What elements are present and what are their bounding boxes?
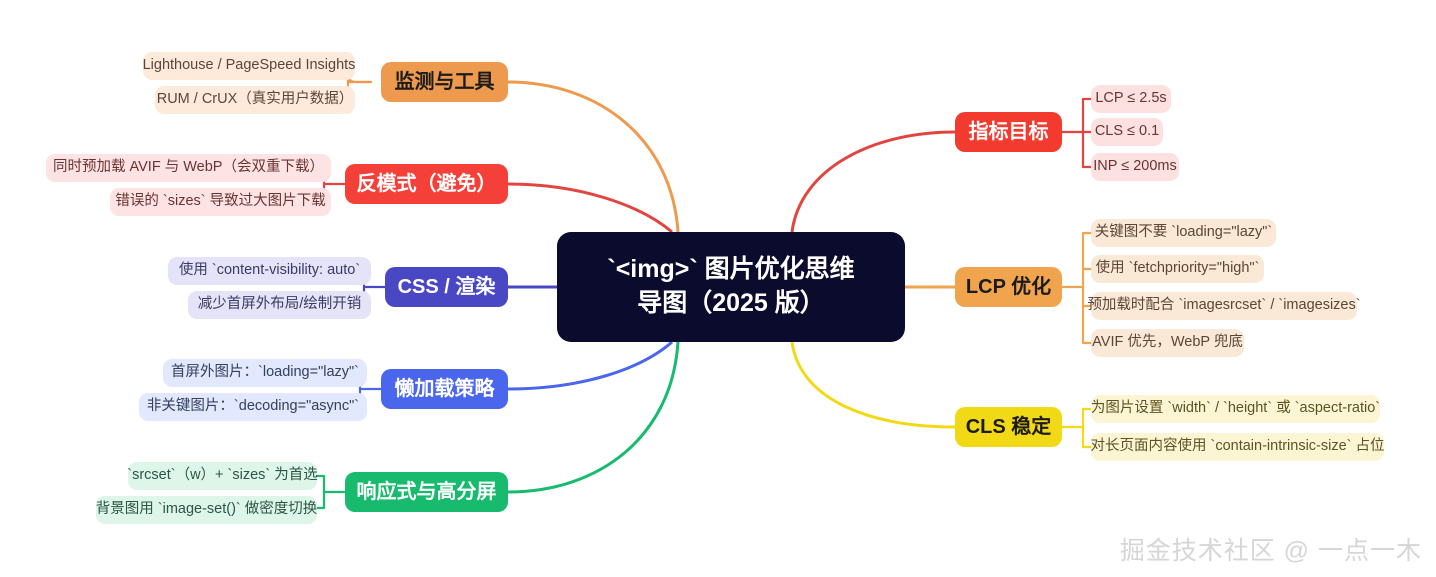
leaf-label: 减少首屏外布局/绘制开销 — [197, 296, 362, 313]
branch-lazyload[interactable]: 懒加载策略 — [381, 369, 508, 409]
leaf-node[interactable]: LCP ≤ 2.5s — [1091, 85, 1171, 113]
leaf-label: 非关键图片：`decoding="async"` — [146, 398, 360, 415]
leaf-node[interactable]: CLS ≤ 0.1 — [1091, 118, 1163, 146]
leaf-label: 背景图用 `image-set()` 做密度切换 — [95, 501, 318, 518]
branch-label: 监测与工具 — [394, 70, 495, 93]
branch-cls[interactable]: CLS 稳定 — [955, 407, 1062, 447]
leaf-node[interactable]: 非关键图片：`decoding="async"` — [139, 393, 367, 421]
leaf-node[interactable]: 使用 `content-visibility: auto` — [168, 257, 371, 285]
leaf-label: 使用 `content-visibility: auto` — [178, 262, 361, 279]
leaf-node[interactable]: 错误的 `sizes` 导致过大图片下载 — [110, 188, 331, 216]
root-title-line2: 导图（2025 版） — [637, 289, 825, 317]
leaf-label: INP ≤ 200ms — [1093, 158, 1177, 175]
leaf-label: 对长页面内容使用 `contain-intrinsic-size` 占位 — [1090, 438, 1385, 455]
branch-label: 响应式与高分屏 — [356, 480, 497, 503]
root-node[interactable]: `<img>` 图片优化思维 导图（2025 版） — [557, 232, 905, 342]
branch-label: 指标目标 — [968, 120, 1049, 143]
leaf-label: 错误的 `sizes` 导致过大图片下载 — [115, 193, 326, 210]
leaf-node[interactable]: RUM / CrUX（真实用户数据） — [155, 86, 355, 114]
leaf-label: 关键图不要 `loading="lazy"` — [1094, 224, 1273, 241]
branch-monitoring[interactable]: 监测与工具 — [381, 62, 508, 102]
root-title-line1: `<img>` 图片优化思维 — [607, 255, 855, 284]
leaf-label: 使用 `fetchpriority="high"` — [1095, 260, 1260, 277]
leaf-node[interactable]: 预加载时配合 `imagesrcset` / `imagesizes` — [1087, 292, 1361, 320]
leaf-node[interactable]: 背景图用 `image-set()` 做密度切换 — [96, 496, 317, 524]
leaf-node[interactable]: 首屏外图片：`loading="lazy"` — [163, 359, 367, 387]
leaf-label: AVIF 优先，WebP 兜底 — [1092, 334, 1243, 351]
branch-antipattern[interactable]: 反模式（避免） — [345, 164, 508, 204]
leaf-node[interactable]: 减少首屏外布局/绘制开销 — [188, 291, 371, 319]
leaf-node[interactable]: `srcset`（w）+ `sizes` 为首选 — [127, 462, 318, 490]
leaf-node[interactable]: 同时预加载 AVIF 与 WebP（会双重下载） — [46, 154, 331, 182]
branch-label: CLS 稳定 — [965, 415, 1052, 438]
branch-responsive[interactable]: 响应式与高分屏 — [345, 472, 508, 512]
leaf-label: LCP ≤ 2.5s — [1095, 90, 1167, 107]
branch-metrics[interactable]: 指标目标 — [955, 112, 1062, 152]
leaf-label: 为图片设置 `width` / `height` 或 `aspect-ratio… — [1090, 400, 1381, 417]
leaf-label: 预加载时配合 `imagesrcset` / `imagesizes` — [1087, 297, 1361, 314]
leaf-node[interactable]: Lighthouse / PageSpeed Insights — [143, 52, 355, 80]
watermark: 掘金技术社区 @ 一点一木 — [1119, 537, 1422, 565]
branch-label: 懒加载策略 — [394, 377, 495, 400]
leaf-label: `srcset`（w）+ `sizes` 为首选 — [127, 467, 318, 484]
leaf-node[interactable]: AVIF 优先，WebP 兜底 — [1091, 329, 1244, 357]
leaf-label: 首屏外图片：`loading="lazy"` — [171, 364, 359, 381]
branch-css-render[interactable]: CSS / 渲染 — [385, 267, 508, 307]
leaf-node[interactable]: 为图片设置 `width` / `height` 或 `aspect-ratio… — [1091, 395, 1380, 423]
branch-label: LCP 优化 — [965, 275, 1052, 298]
leaf-label: Lighthouse / PageSpeed Insights — [142, 57, 356, 74]
branch-label: CSS / 渲染 — [397, 275, 496, 298]
branch-label: 反模式（避免） — [356, 172, 497, 195]
leaf-label: 同时预加载 AVIF 与 WebP（会双重下载） — [53, 159, 324, 176]
leaf-label: CLS ≤ 0.1 — [1094, 123, 1160, 140]
leaf-node[interactable]: 使用 `fetchpriority="high"` — [1091, 255, 1264, 283]
leaf-node[interactable]: 对长页面内容使用 `contain-intrinsic-size` 占位 — [1090, 433, 1385, 461]
branch-lcp[interactable]: LCP 优化 — [955, 267, 1062, 307]
leaf-node[interactable]: 关键图不要 `loading="lazy"` — [1091, 219, 1276, 247]
leaf-label: RUM / CrUX（真实用户数据） — [156, 91, 354, 108]
leaf-node[interactable]: INP ≤ 200ms — [1091, 153, 1179, 181]
